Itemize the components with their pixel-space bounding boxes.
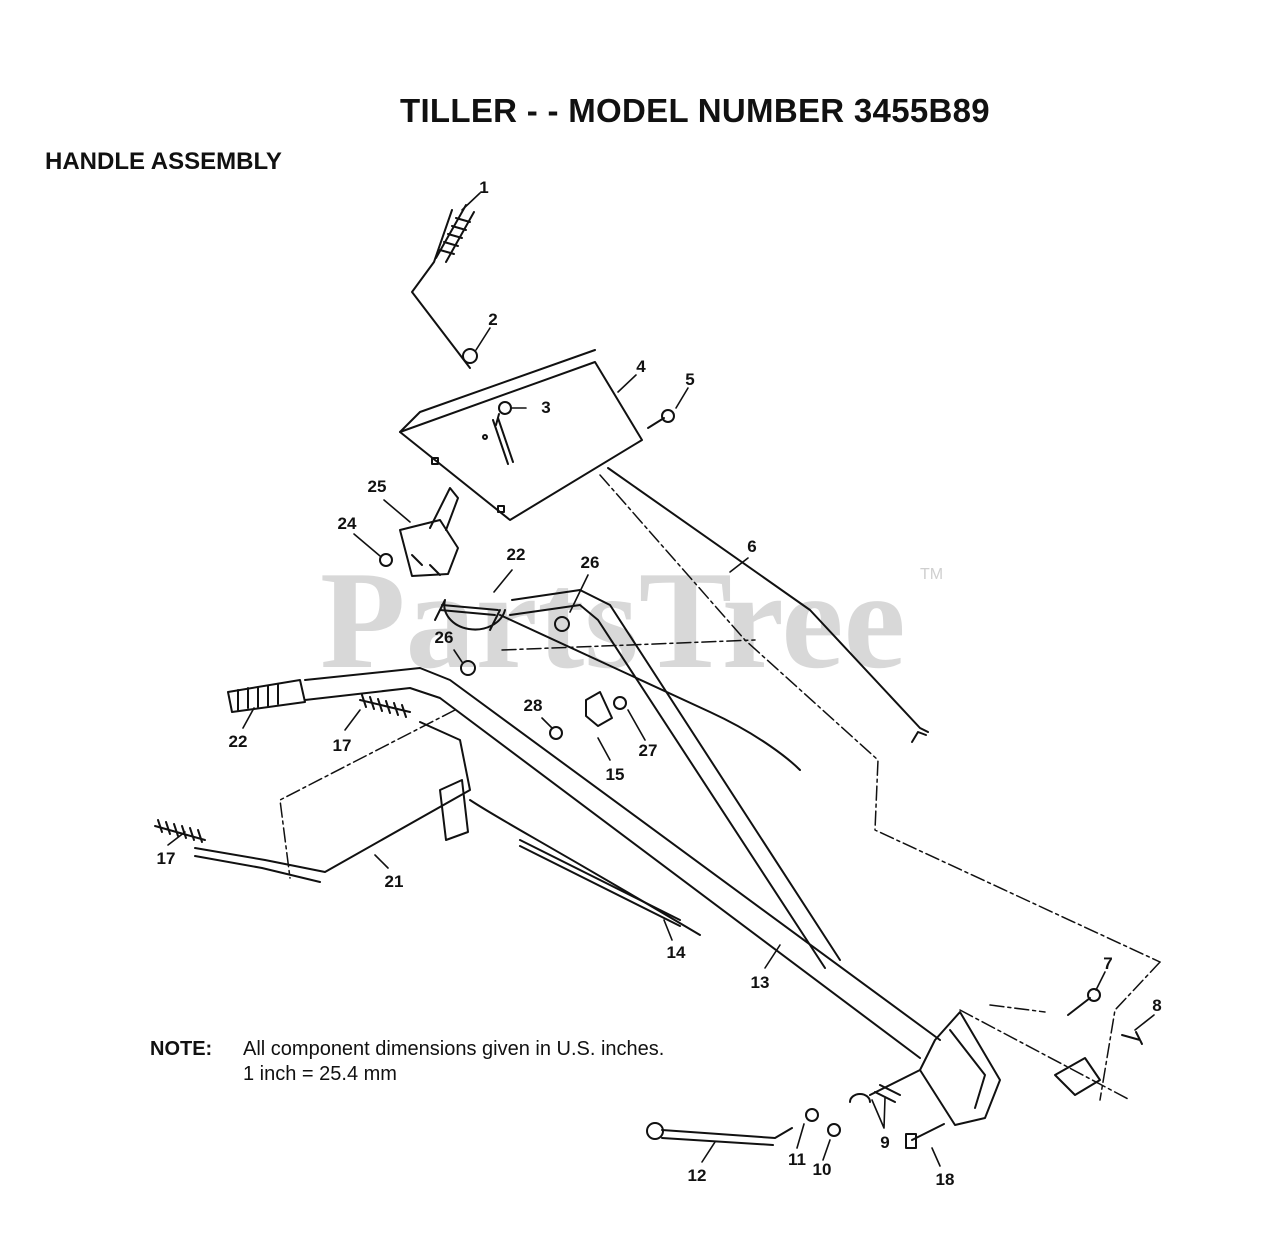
lever-part-21	[194, 721, 471, 883]
callout-10: 10	[812, 1160, 832, 1179]
nut-part-27	[613, 696, 627, 710]
callout-24: 24	[337, 514, 357, 533]
callout-3: 3	[541, 398, 551, 417]
bracket-part-7-8	[1054, 1057, 1101, 1096]
callout-28: 28	[523, 696, 543, 715]
leader-lines	[167, 192, 1155, 1167]
callout-11: 11	[788, 1150, 806, 1169]
callout-21: 21	[384, 872, 404, 891]
callout-25: 25	[367, 477, 387, 496]
callout-6: 6	[747, 537, 757, 556]
washer-part-11	[805, 1108, 819, 1122]
shift-rod-long	[607, 467, 929, 743]
callout-15: 15	[605, 765, 625, 784]
callout-22a: 22	[506, 545, 526, 564]
note-label: NOTE:	[150, 1038, 213, 1060]
dashed-guides	[279, 474, 1161, 1101]
handle-base-plate	[869, 1011, 1001, 1126]
shift-rod-upper	[411, 204, 475, 369]
assembly-subtitle: HANDLE ASSEMBLY	[45, 148, 282, 175]
callout-27: 27	[638, 741, 658, 760]
screw-part-5	[647, 409, 675, 429]
lever-part-12	[646, 1122, 793, 1146]
callout-8: 8	[1152, 996, 1162, 1015]
nut-part-2	[462, 348, 478, 364]
callout-9: 9	[880, 1133, 890, 1152]
callout-14: 14	[666, 943, 686, 962]
bracket-part-25	[399, 487, 459, 577]
nut-part-10	[827, 1123, 841, 1137]
callout-1: 1	[479, 178, 489, 197]
bolt-part-7	[1067, 988, 1101, 1016]
nut-part-24	[379, 553, 393, 567]
pin-part-8	[1121, 1031, 1143, 1045]
cable-upper	[499, 614, 801, 771]
callout-26b: 26	[434, 628, 454, 647]
callout-12: 12	[687, 1166, 707, 1185]
callout-5: 5	[685, 370, 695, 389]
note-line-2: 1 inch = 25.4 mm	[243, 1063, 397, 1085]
handle-upper-bar	[434, 589, 841, 969]
spring-upper-17	[359, 694, 411, 718]
callout-22b: 22	[228, 732, 248, 751]
callout-17b: 17	[156, 849, 176, 868]
watermark-trademark: TM	[920, 566, 944, 583]
callout-26a: 26	[580, 553, 600, 572]
spacer-part-9	[849, 1084, 901, 1103]
clip-part-15	[585, 691, 613, 727]
callout-7: 7	[1103, 954, 1113, 973]
callout-13: 13	[750, 973, 770, 992]
screw-part-3	[495, 401, 512, 426]
callout-2: 2	[488, 310, 498, 329]
bolt-part-18	[905, 1123, 945, 1149]
callout-18: 18	[935, 1170, 955, 1189]
nut-part-26b	[460, 660, 476, 676]
diagram-title: TILLER - - MODEL NUMBER 3455B89	[400, 92, 990, 129]
spring-lower-17	[154, 819, 206, 843]
callout-4: 4	[636, 357, 646, 376]
handle-lower-bar	[227, 667, 941, 1059]
cable-part-14	[469, 799, 701, 936]
note-line-1: All component dimensions given in U.S. i…	[243, 1038, 665, 1060]
nut-part-28	[549, 726, 563, 740]
control-panel	[399, 349, 643, 521]
nut-part-26a	[554, 616, 570, 632]
callout-17a: 17	[332, 736, 352, 755]
watermark: PartsTree	[320, 543, 906, 698]
